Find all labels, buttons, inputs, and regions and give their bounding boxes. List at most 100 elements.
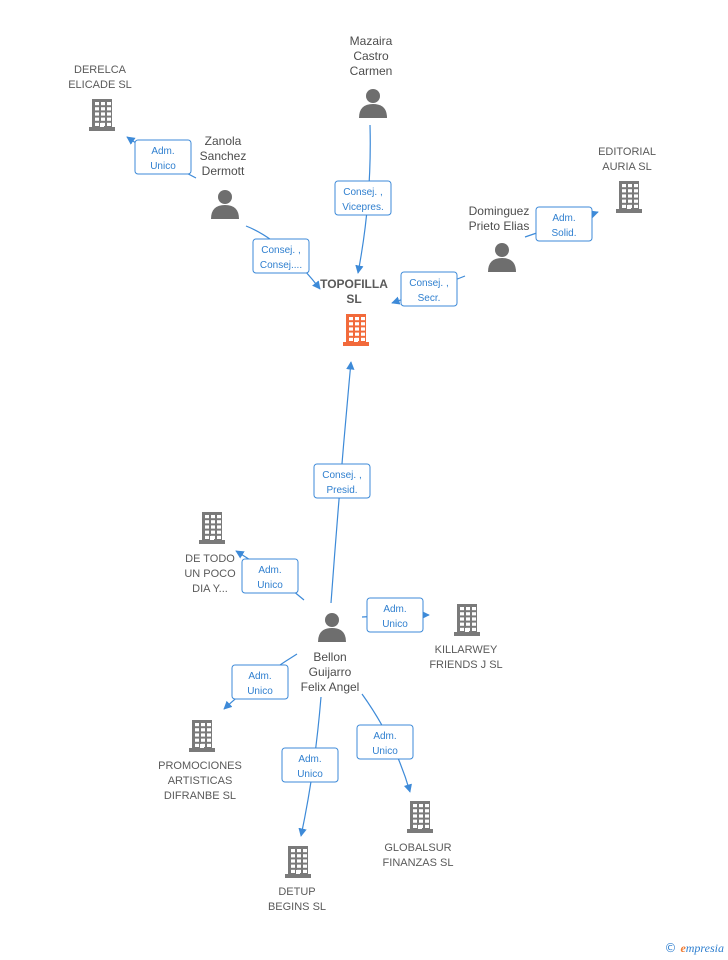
edge-label-text: Unico [372, 746, 398, 757]
edge-label-dominguez-editorial[interactable]: Adm. Solid. [535, 206, 593, 242]
node-label-line: FINANZAS SL [383, 857, 454, 869]
node-label-line: DERELCA [74, 64, 127, 76]
node-label-line: DIFRANBE SL [164, 790, 236, 802]
edge-label-text: Consej. , [343, 187, 382, 198]
edge-label-bellon-topofilla[interactable]: Consej. ,Presid. [313, 463, 371, 499]
edge-label-text: Adm. [298, 754, 321, 765]
node-label-line: Prieto Elias [469, 219, 530, 233]
edge-label-text: Adm. [383, 604, 406, 615]
edge-label-text: Adm. [552, 213, 575, 224]
node-label-line: Castro [353, 49, 389, 63]
node-label-line: PROMOCIONES [158, 760, 242, 772]
edge-label-zanola-derelca[interactable]: Adm. Unico [134, 139, 192, 175]
building-icon[interactable] [343, 314, 369, 346]
edge-label-bellon-globalsur[interactable]: Adm. Unico [356, 724, 414, 760]
edge-label-text: Adm. [373, 731, 396, 742]
node-killarwey[interactable]: KILLARWEY FRIENDS J SL [429, 604, 503, 671]
building-icon[interactable] [189, 720, 215, 752]
edge-label-text: Vicepres. [342, 202, 384, 213]
edge-label-box [134, 139, 192, 175]
node-label-line: ARTISTICAS [168, 775, 233, 787]
edge-label-text: Secr. [418, 293, 441, 304]
edge-label-text: Consej.... [260, 260, 302, 271]
edge-label-bellon-detup[interactable]: Adm. Unico [281, 747, 339, 783]
node-label-line: Dominguez [469, 204, 530, 218]
edge-label-box [313, 463, 371, 499]
node-label-line: Sanchez [200, 149, 247, 163]
edge-label-text: Presid. [326, 485, 357, 496]
edge-label-box [281, 747, 339, 783]
edge-label-bellon-promociones[interactable]: Adm. Unico [231, 664, 289, 700]
edge-label-text: Unico [382, 619, 408, 630]
building-icon[interactable] [407, 801, 433, 833]
edge-label-box [252, 238, 310, 274]
edge-label-text: Adm. [248, 671, 271, 682]
node-derelca[interactable]: DERELCA ELICADE SL [68, 64, 132, 131]
edge-label-bellon-killarwey[interactable]: Adm. Unico [366, 597, 424, 633]
node-label-line: Bellon [313, 650, 346, 664]
node-label-line: DETUP [278, 886, 315, 898]
node-label-line: SL [346, 292, 361, 306]
node-label-line: Mazaira [350, 34, 393, 48]
edge-label-box [231, 664, 289, 700]
edge-label-box [241, 558, 299, 594]
node-label-line: FRIENDS J SL [429, 659, 502, 671]
edge-label-bellon-detodo[interactable]: Adm. Unico [241, 558, 299, 594]
edge-label-text: Solid. [551, 228, 576, 239]
edge-label-text: Adm. [151, 146, 174, 157]
edge-label-dominguez-topofilla[interactable]: Consej. ,Secr. [400, 271, 458, 307]
edge-label-text: Adm. [258, 565, 281, 576]
person-icon[interactable] [211, 190, 239, 219]
node-detodo[interactable]: DE TODO UN POCO DIA Y... [184, 512, 236, 595]
edge-label-box [366, 597, 424, 633]
edge-label-text: Consej. , [261, 245, 300, 256]
node-label-line: UN POCO [184, 568, 236, 580]
node-label-line: EDITORIAL [598, 146, 656, 158]
edge-label-box [535, 206, 593, 242]
node-label-line: Guijarro [309, 665, 352, 679]
node-label-line: AURIA SL [602, 161, 652, 173]
node-detup[interactable]: DETUP BEGINS SL [268, 846, 326, 913]
node-label-line: TOPOFILLA [320, 277, 388, 291]
edge-label-box [334, 180, 392, 216]
edge-label-text: Unico [297, 769, 323, 780]
copyright-symbol: © [664, 941, 677, 955]
node-label-line: BEGINS SL [268, 901, 326, 913]
edge-label-text: Unico [257, 580, 283, 591]
node-label-line: ELICADE SL [68, 79, 132, 91]
node-label-line: DE TODO [185, 553, 235, 565]
node-promociones[interactable]: PROMOCIONES ARTISTICAS DIFRANBE SL [158, 720, 242, 802]
building-icon[interactable] [89, 99, 115, 131]
watermark-text: mpresia [685, 941, 724, 955]
edge-labels-layer: Consej. , Vicepres. Consej. , Consej.... Adm… [134, 139, 593, 783]
person-icon[interactable] [318, 613, 346, 642]
edge-label-text: Unico [247, 686, 273, 697]
node-editorial[interactable]: EDITORIAL AURIA SL [598, 146, 656, 213]
watermark-initial: e [680, 941, 686, 955]
building-icon[interactable] [616, 181, 642, 213]
node-label-line: Felix Angel [301, 680, 360, 694]
empresia-watermark[interactable]: ©empresia [664, 941, 724, 956]
edge-label-zanola-topofilla[interactable]: Consej. , Consej.... [252, 238, 310, 274]
node-label-line: KILLARWEY [435, 644, 498, 656]
person-icon[interactable] [359, 89, 387, 118]
person-icon[interactable] [488, 243, 516, 272]
node-label-line: Carmen [350, 64, 393, 78]
building-icon[interactable] [285, 846, 311, 878]
edge-label-mazaira-topofilla[interactable]: Consej. , Vicepres. [334, 180, 392, 216]
node-label-line: Zanola [205, 134, 242, 148]
building-icon[interactable] [199, 512, 225, 544]
node-label-line: Dermott [202, 164, 245, 178]
edge-label-box [400, 271, 458, 307]
node-label-line: DIA Y... [192, 583, 228, 595]
building-icon[interactable] [454, 604, 480, 636]
edge-label-text: Unico [150, 161, 176, 172]
